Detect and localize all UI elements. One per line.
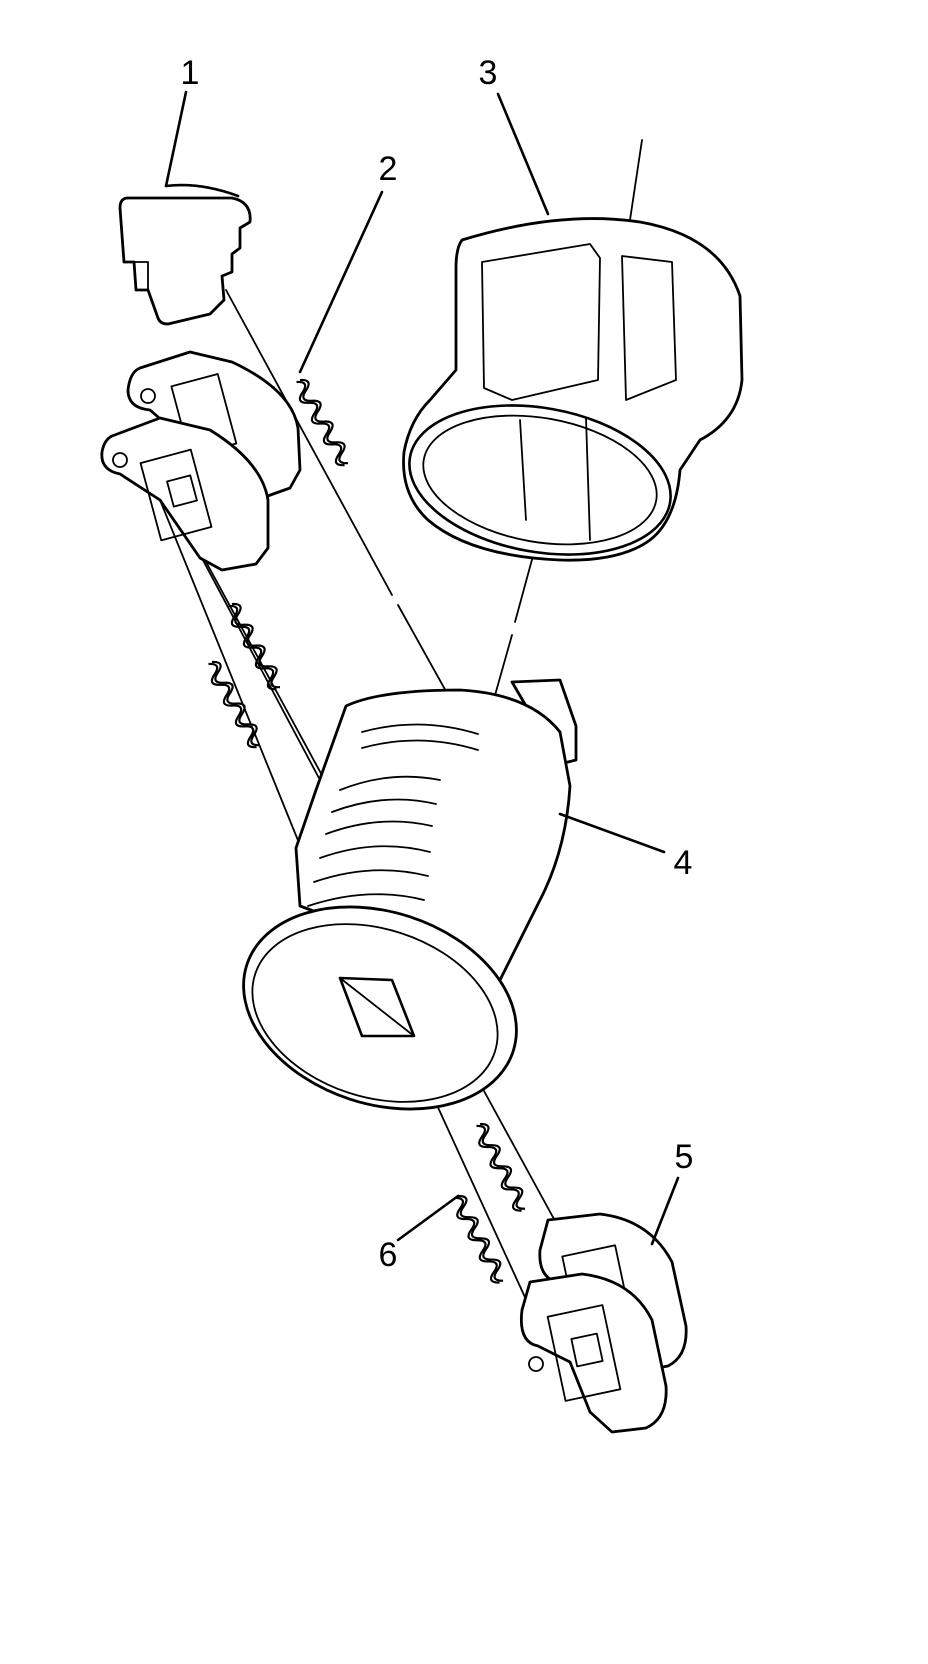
callout-4: 4 [674,844,693,882]
callout-labels: 1 2 3 4 5 6 [181,54,694,1274]
part-4-lock-cylinder [242,678,578,1111]
callout-2: 2 [379,150,398,188]
callout-leaders [164,90,680,1246]
part-6-spring [454,1194,504,1284]
callout-5: 5 [675,1138,694,1176]
callout-3: 3 [479,54,498,92]
part-5-tumbler-front [519,1272,668,1434]
spring-lower-rear [476,1122,526,1212]
callout-1: 1 [181,54,200,92]
part-1-retainer [118,183,252,326]
part-2-spring [296,378,349,467]
spring-middle-upper [228,602,281,691]
callout-6: 6 [379,1236,398,1274]
part-3-sleeve [402,217,744,562]
tumbler-upper-front [100,416,270,572]
spring-middle-lower [208,660,261,749]
